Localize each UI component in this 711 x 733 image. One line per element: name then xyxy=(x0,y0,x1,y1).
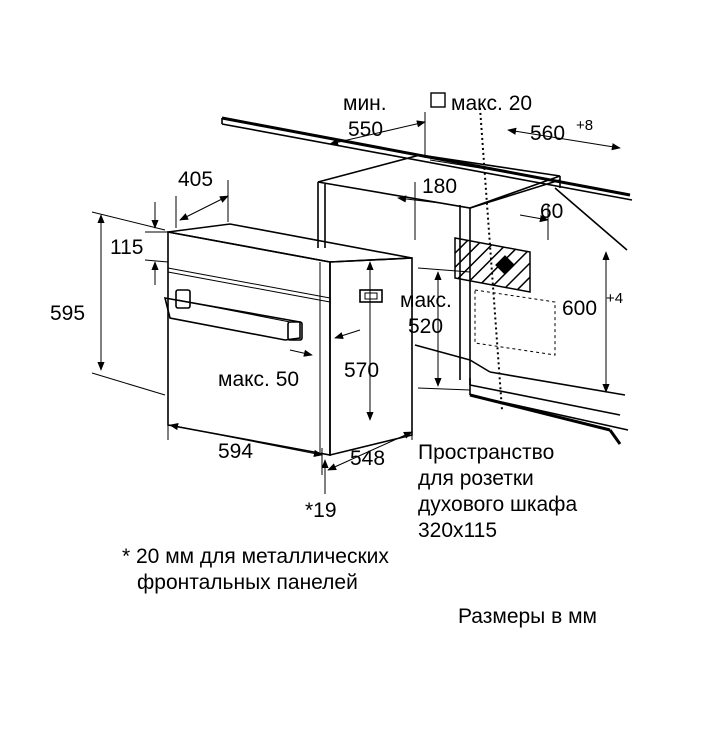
label-115: 115 xyxy=(110,236,143,259)
label-560: 560 xyxy=(530,122,565,145)
socket-note: Пространство для розетки духового шкафа … xyxy=(418,441,577,542)
label-600: 600 xyxy=(562,297,597,320)
cabinet-niche xyxy=(221,116,633,445)
footnote-line: * 20 мм для металлических xyxy=(122,545,389,568)
label-550: 550 xyxy=(348,118,383,141)
label-max-50: макс. 50 xyxy=(218,368,299,391)
label-19: *19 xyxy=(305,499,337,522)
dimension-lines xyxy=(91,92,621,494)
centerline xyxy=(479,107,503,411)
label-max-20: макс. 20 xyxy=(451,92,532,115)
dimension-labels: мин. 550 макс. 20 560 +8 405 180 60 115 … xyxy=(50,92,623,522)
socket-note-line: 320x115 xyxy=(418,519,497,542)
label-594: 594 xyxy=(218,440,253,463)
label-60: 60 xyxy=(540,200,563,223)
socket-area xyxy=(454,237,556,356)
label-min: мин. xyxy=(343,92,387,115)
units-note: Размеры в мм xyxy=(458,605,597,628)
footnote: * 20 мм для металлических фронтальных па… xyxy=(122,545,389,594)
label-560-tolerance: +8 xyxy=(576,117,593,134)
label-180: 180 xyxy=(422,175,457,198)
socket-note-line: духового шкафа xyxy=(418,493,577,516)
label-405: 405 xyxy=(178,168,213,191)
square-symbol-icon xyxy=(430,92,446,108)
label-max-520-prefix: макс. xyxy=(400,289,452,312)
label-595: 595 xyxy=(50,302,85,325)
footnote-line: фронтальных панелей xyxy=(137,571,358,594)
socket-note-line: Пространство xyxy=(418,441,554,464)
socket-note-line: для розетки xyxy=(418,467,534,490)
label-600-tolerance: +4 xyxy=(606,290,623,307)
label-570: 570 xyxy=(344,359,379,382)
label-548: 548 xyxy=(350,447,385,470)
label-520: 520 xyxy=(408,315,443,338)
oven xyxy=(163,223,413,457)
